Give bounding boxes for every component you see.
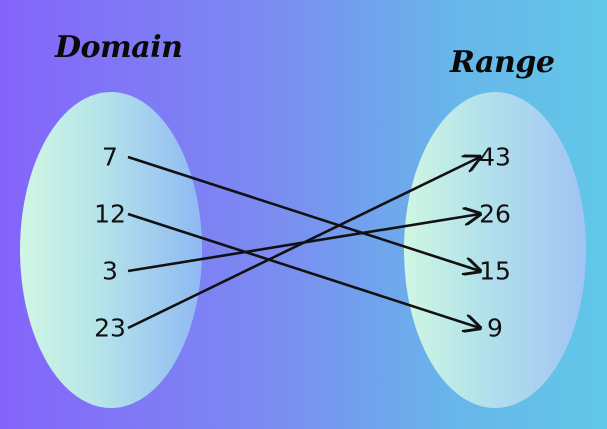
arrow-23-to-43 bbox=[127, 157, 480, 330]
arrow-7-to-15 bbox=[127, 155, 480, 271]
arrow-12-to-9 bbox=[127, 212, 480, 328]
domain-value: 12 bbox=[94, 199, 126, 229]
domain-value: 23 bbox=[94, 313, 126, 343]
domain-oval bbox=[20, 92, 202, 408]
domain-value: 3 bbox=[102, 256, 118, 286]
range-oval bbox=[404, 92, 586, 408]
range-value: 15 bbox=[479, 256, 511, 286]
range-value: 43 bbox=[479, 142, 511, 172]
domain-value: 7 bbox=[102, 142, 118, 172]
range-value: 26 bbox=[479, 199, 511, 229]
range-value: 9 bbox=[487, 313, 503, 343]
range-title: Range bbox=[450, 45, 555, 80]
domain-title: Domain bbox=[55, 30, 183, 65]
